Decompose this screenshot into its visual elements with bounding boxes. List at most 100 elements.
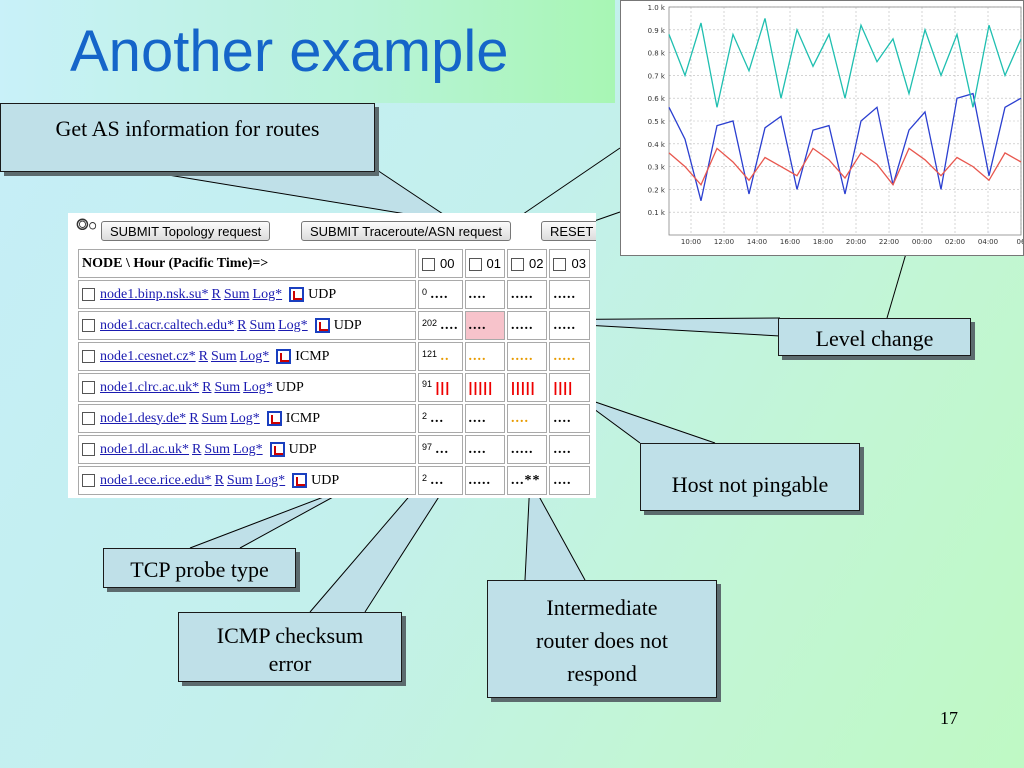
r-link[interactable]: R <box>214 472 224 488</box>
node-checkbox[interactable] <box>82 473 95 487</box>
x-tick-label: 22:00 <box>879 238 899 246</box>
ping-dots: ... <box>435 441 450 457</box>
ping-dots: .... <box>553 472 572 488</box>
sum-link[interactable]: Sum <box>210 348 237 364</box>
hour-checkbox[interactable] <box>422 258 435 272</box>
count: 121 <box>422 348 438 359</box>
hour-checkbox[interactable] <box>511 258 524 272</box>
r-link[interactable]: R <box>211 286 221 302</box>
log-link[interactable]: Log* <box>239 348 270 364</box>
log-link[interactable]: Log* <box>233 441 263 457</box>
x-tick-label: 02:00 <box>945 238 965 246</box>
graph-icon[interactable] <box>292 472 308 488</box>
node-link[interactable]: node1.dl.ac.uk* <box>100 441 190 457</box>
callout-line: ICMP checksum <box>216 623 364 648</box>
y-tick-label: 0.4 k <box>648 141 666 149</box>
hour-cell: ..... <box>549 311 590 340</box>
hour-cell: ..... <box>507 280 548 309</box>
r-link[interactable]: R <box>237 317 247 333</box>
node-checkbox[interactable] <box>82 442 95 456</box>
ping-dots: ..... <box>553 286 576 302</box>
hour-header-03: 03 <box>549 249 590 278</box>
node-table: NODE \ Hour (Pacific Time)=> 00 01 02 03… <box>76 247 592 497</box>
r-link[interactable]: R <box>202 379 212 395</box>
hour-cell: .... <box>464 404 505 433</box>
hour-cell: 2 ... <box>418 466 463 495</box>
probe-type: UDP <box>275 379 304 395</box>
hour-cell: ..... <box>507 435 548 464</box>
node-checkbox[interactable] <box>82 318 95 332</box>
sum-link[interactable]: Sum <box>226 472 253 488</box>
topology-icon[interactable]: ⭗⚬ <box>76 217 97 234</box>
table-header-row: NODE \ Hour (Pacific Time)=> 00 01 02 03 <box>78 249 590 278</box>
header-label: NODE \ Hour (Pacific Time)=> <box>78 249 416 278</box>
node-link[interactable]: node1.ece.rice.edu* <box>100 472 212 488</box>
sum-link[interactable]: Sum <box>223 286 250 302</box>
ping-dots: ..... <box>553 348 576 364</box>
x-tick-label: 14:00 <box>747 238 767 246</box>
hour-cell: 0 .... <box>418 280 463 309</box>
probe-type: ICMP <box>285 410 321 426</box>
ping-dots: ... <box>430 472 445 488</box>
log-link[interactable]: Log* <box>278 317 308 333</box>
graph-icon[interactable] <box>289 286 305 302</box>
log-link[interactable]: Log* <box>252 286 283 302</box>
ping-dots: .... <box>468 348 487 364</box>
node-link[interactable]: node1.clrc.ac.uk* <box>100 379 200 395</box>
hour-label: 00 <box>440 255 455 271</box>
log-link[interactable]: Log* <box>243 379 273 395</box>
sum-link[interactable]: Sum <box>204 441 231 457</box>
hour-checkbox[interactable] <box>553 258 567 272</box>
node-link[interactable]: node1.desy.de* <box>100 410 187 426</box>
submit-traceroute-button[interactable]: SUBMIT Traceroute/ASN request <box>301 221 511 241</box>
ping-dots: .... <box>511 410 529 426</box>
plot-area-frame <box>668 6 1022 236</box>
hour-cell: ..... <box>549 280 590 309</box>
submit-topology-button[interactable]: SUBMIT Topology request <box>101 221 271 241</box>
graph-icon[interactable] <box>266 410 282 426</box>
graph-icon[interactable] <box>314 317 330 333</box>
hour-cell: 202 .... <box>418 311 463 340</box>
unreachable-bars: ||| <box>435 378 451 395</box>
callout-line: router does not <box>536 628 668 653</box>
node-checkbox[interactable] <box>82 380 95 394</box>
node-link[interactable]: node1.binp.nsk.su* <box>100 286 209 302</box>
hour-label: 03 <box>571 255 586 271</box>
ping-dots: .... <box>430 286 449 302</box>
reset-button[interactable]: RESET <box>541 221 596 241</box>
y-tick-label: 0.5 k <box>648 118 666 126</box>
unreachable-bars: ||||| <box>468 378 494 395</box>
callout-level-change: Level change <box>778 318 971 356</box>
unreachable-bars: |||| <box>553 378 574 395</box>
hour-checkbox[interactable] <box>468 258 482 272</box>
sum-link[interactable]: Sum <box>201 410 228 426</box>
node-checkbox[interactable] <box>82 287 95 301</box>
ping-dots: .... <box>468 317 487 333</box>
log-link[interactable]: Log* <box>255 472 286 488</box>
node-link[interactable]: node1.cesnet.cz* <box>100 348 196 364</box>
r-link[interactable]: R <box>189 410 199 426</box>
sum-link[interactable]: Sum <box>249 317 276 333</box>
y-tick-label: 0.1 k <box>648 209 666 217</box>
r-link[interactable]: R <box>198 348 208 364</box>
hour-cell-level-change: .... <box>464 311 505 340</box>
node-checkbox[interactable] <box>82 349 95 363</box>
node-checkbox[interactable] <box>82 411 95 425</box>
ping-dots: .... <box>468 286 487 302</box>
node-link[interactable]: node1.cacr.caltech.edu* <box>100 317 235 333</box>
hour-header-01: 01 <box>464 249 505 278</box>
graph-icon[interactable] <box>269 441 285 457</box>
sum-link[interactable]: Sum <box>214 379 241 395</box>
callout-tcp-probe: TCP probe type <box>103 548 296 588</box>
graph-icon[interactable] <box>276 348 292 364</box>
r-link[interactable]: R <box>192 441 202 457</box>
x-tick-label: 18:00 <box>813 238 833 246</box>
log-link[interactable]: Log* <box>230 410 260 426</box>
